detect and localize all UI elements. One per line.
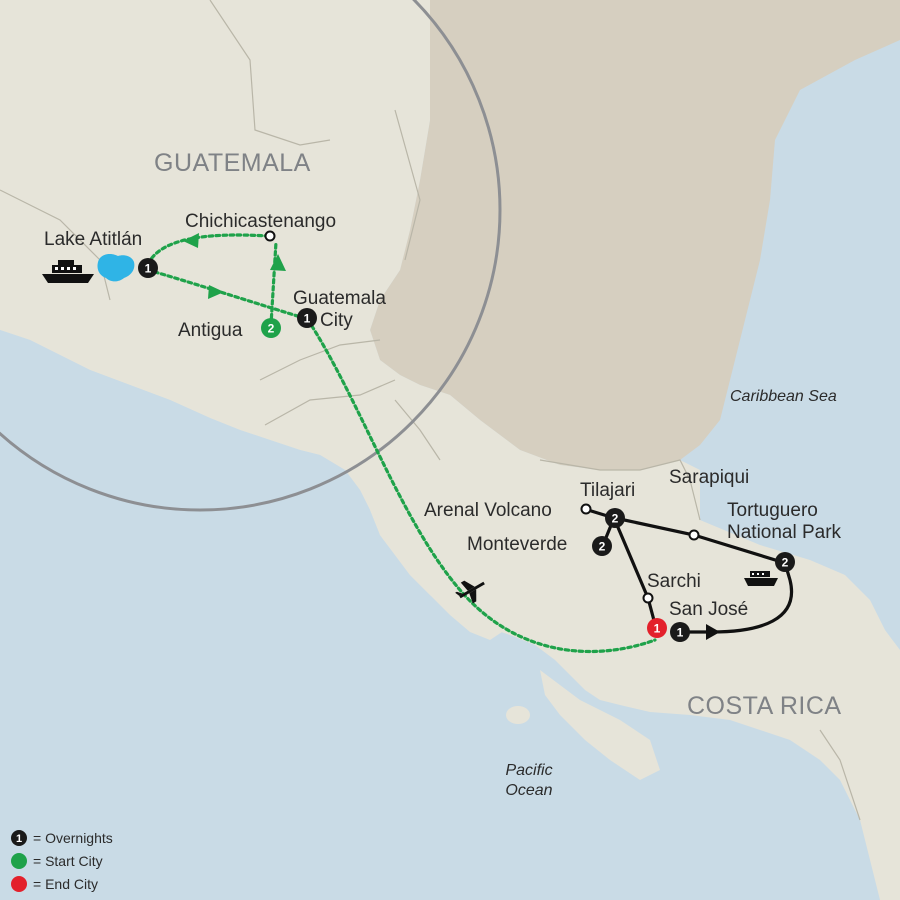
waypoint-chichicastenango bbox=[264, 230, 276, 242]
svg-text:2: 2 bbox=[599, 540, 606, 554]
waypoint-sarchi bbox=[642, 592, 654, 604]
arrow-icon bbox=[706, 624, 720, 640]
badge-tilajari: 2 bbox=[605, 508, 625, 528]
route-antigua-chichi bbox=[269, 240, 278, 327]
label-caribbean-sea: Caribbean Sea bbox=[730, 388, 837, 405]
direction-arrows bbox=[183, 233, 286, 299]
island bbox=[506, 706, 530, 724]
route-sanjose-tortuguero-loop bbox=[678, 561, 794, 634]
city-label-sarapiqui: Sarapiqui bbox=[669, 467, 749, 488]
route-tilajari-sarchi bbox=[612, 516, 650, 600]
svg-text:1: 1 bbox=[304, 312, 311, 326]
label-pacific-ocean-line1: Pacific bbox=[505, 762, 552, 779]
waypoints bbox=[264, 230, 700, 604]
waypoint-sarapiqui bbox=[688, 529, 700, 541]
legend-overnights: 1 = Overnights bbox=[11, 830, 113, 846]
arrow-icon bbox=[208, 285, 224, 299]
lake-atitlan-shape bbox=[97, 254, 135, 282]
city-label-tortuguero-line1: Tortuguero bbox=[727, 500, 818, 521]
yucatan-land bbox=[370, 0, 900, 470]
city-label-lake-atitlan: Lake Atitlán bbox=[44, 229, 142, 250]
city-label-guatemala-city-line2: City bbox=[320, 310, 353, 331]
arrow-icon bbox=[270, 254, 286, 271]
route-guatcity-sanjose bbox=[306, 318, 657, 654]
city-label-antigua: Antigua bbox=[178, 320, 243, 341]
svg-text:= End City: = End City bbox=[33, 876, 98, 892]
svg-text:1: 1 bbox=[677, 626, 684, 640]
svg-text:2: 2 bbox=[268, 322, 275, 336]
guatemala-coast-water bbox=[0, 330, 370, 510]
boat-icon bbox=[42, 260, 94, 283]
inset-circle bbox=[0, 0, 502, 512]
svg-text:= Start City: = Start City bbox=[33, 853, 103, 869]
city-label-tortuguero-line2: National Park bbox=[727, 522, 842, 543]
label-pacific-ocean-line2: Ocean bbox=[505, 782, 552, 799]
badge-antigua: 2 bbox=[261, 318, 281, 338]
borders bbox=[0, 0, 861, 821]
city-label-sarchi: Sarchi bbox=[647, 571, 701, 592]
country-label-guatemala: GUATEMALA bbox=[154, 149, 311, 177]
city-label-san-jose: San José bbox=[669, 599, 748, 620]
city-label-monteverde: Monteverde bbox=[467, 534, 567, 555]
city-label-chichicastenango: Chichicastenango bbox=[185, 211, 336, 232]
svg-text:1: 1 bbox=[145, 262, 152, 276]
svg-text:1: 1 bbox=[16, 833, 22, 845]
badge-monteverde: 2 bbox=[592, 536, 612, 556]
plane-icon bbox=[455, 580, 485, 604]
waypoint-arenal bbox=[580, 503, 592, 515]
legend-end-city: = End City bbox=[11, 876, 98, 892]
country-label-costa-rica: COSTA RICA bbox=[687, 692, 842, 720]
boat-icon bbox=[744, 571, 778, 586]
svg-text:= Overnights: = Overnights bbox=[33, 830, 113, 846]
badge-san-jose-end: 1 bbox=[647, 618, 667, 638]
city-label-guatemala-city-line1: Guatemala bbox=[293, 288, 386, 309]
svg-text:2: 2 bbox=[782, 556, 789, 570]
badge-san-jose: 1 bbox=[670, 622, 690, 642]
city-label-arenal-volcano: Arenal Volcano bbox=[424, 500, 552, 521]
city-label-tilajari: Tilajari bbox=[580, 480, 635, 501]
svg-text:2: 2 bbox=[612, 512, 619, 526]
osa-peninsula bbox=[540, 670, 660, 780]
legend-start-city: = Start City bbox=[11, 853, 103, 869]
legend: 1 = Overnights = Start City = End City bbox=[11, 830, 113, 892]
island bbox=[878, 872, 898, 888]
badge-tortuguero: 2 bbox=[775, 552, 795, 572]
badge-lake-atitlan: 1 bbox=[138, 258, 158, 278]
badge-guatemala-city: 1 bbox=[297, 308, 317, 328]
svg-text:1: 1 bbox=[654, 622, 661, 636]
arrow-icon bbox=[183, 233, 199, 248]
